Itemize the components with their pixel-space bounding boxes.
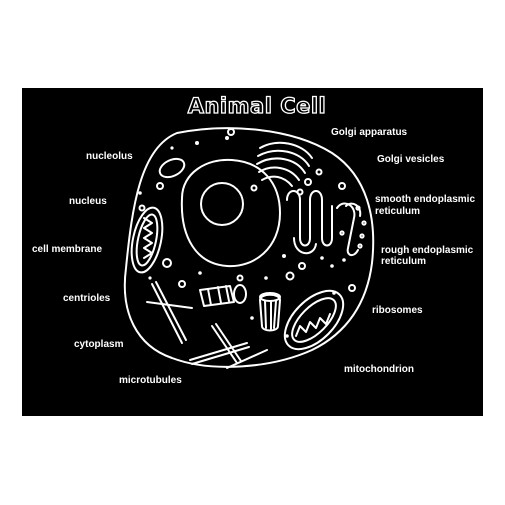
label-microtubules: microtubules bbox=[119, 375, 182, 386]
label-rough-er-2: reticulum bbox=[381, 256, 427, 267]
nucleolus-shape bbox=[201, 183, 243, 225]
label-smooth-er-2: reticulum bbox=[375, 206, 421, 217]
label-mitochondrion: mitochondrion bbox=[344, 364, 414, 375]
mitochondrion-left-shape bbox=[126, 205, 167, 275]
rough-er-shape bbox=[337, 203, 366, 255]
label-cytoplasm: cytoplasm bbox=[74, 339, 124, 350]
ribosomes-shape bbox=[138, 136, 346, 338]
diagram-title: Animal Cell bbox=[187, 93, 327, 118]
golgi-apparatus-shape bbox=[257, 143, 312, 186]
golgi-vesicles-shape bbox=[252, 170, 322, 195]
label-cell-membrane: cell membrane bbox=[32, 244, 103, 255]
label-ribosomes: ribosomes bbox=[372, 305, 423, 316]
label-nucleus: nucleus bbox=[69, 196, 107, 207]
smooth-er-shape bbox=[287, 191, 332, 246]
label-smooth-er-1: smooth endoplasmic bbox=[375, 194, 476, 205]
vesicle-shape bbox=[157, 155, 187, 180]
centrioles-shape bbox=[200, 285, 280, 331]
label-golgi-vesicles: Golgi vesicles bbox=[377, 154, 445, 165]
vesicles-shape bbox=[140, 129, 356, 291]
cell-membrane-shape bbox=[125, 128, 373, 367]
microtubules-shape bbox=[147, 282, 267, 368]
diagram-board: Animal Cell nucleolus nucleus cell membr… bbox=[22, 88, 483, 416]
label-golgi-apparatus: Golgi apparatus bbox=[331, 127, 408, 138]
label-nucleolus: nucleolus bbox=[86, 151, 133, 162]
cell-diagram bbox=[22, 88, 483, 416]
label-centrioles: centrioles bbox=[63, 293, 111, 304]
label-rough-er-1: rough endoplasmic bbox=[381, 245, 474, 256]
nucleus-shape bbox=[182, 160, 280, 266]
mitochondrion-right-shape bbox=[274, 280, 353, 359]
